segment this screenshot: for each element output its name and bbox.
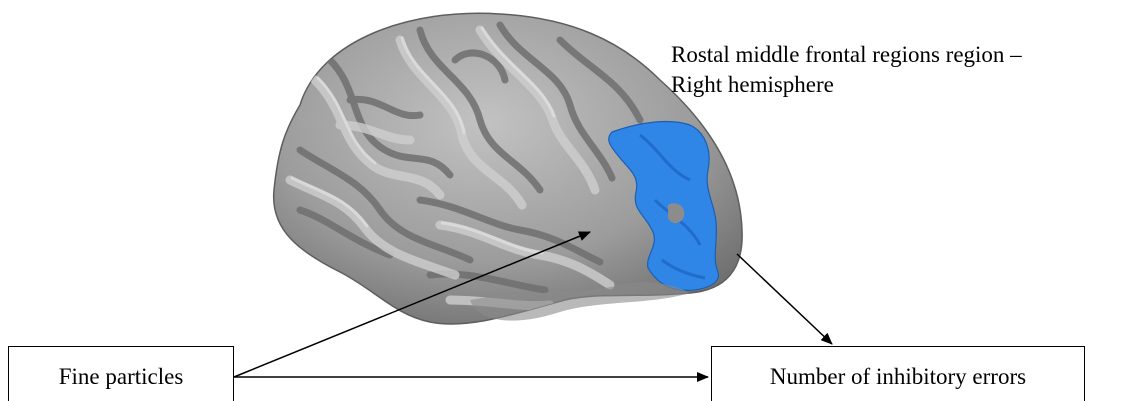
node-inhibitory-errors: Number of inhibitory errors	[711, 346, 1085, 401]
arrow-fine-particles-to-brain-region	[234, 232, 590, 377]
arrow-brain-region-to-inhibitory-errors	[737, 254, 832, 344]
node-fine-particles: Fine particles	[8, 346, 234, 401]
node-inhibitory-errors-label: Number of inhibitory errors	[770, 364, 1026, 390]
node-fine-particles-label: Fine particles	[59, 364, 184, 390]
